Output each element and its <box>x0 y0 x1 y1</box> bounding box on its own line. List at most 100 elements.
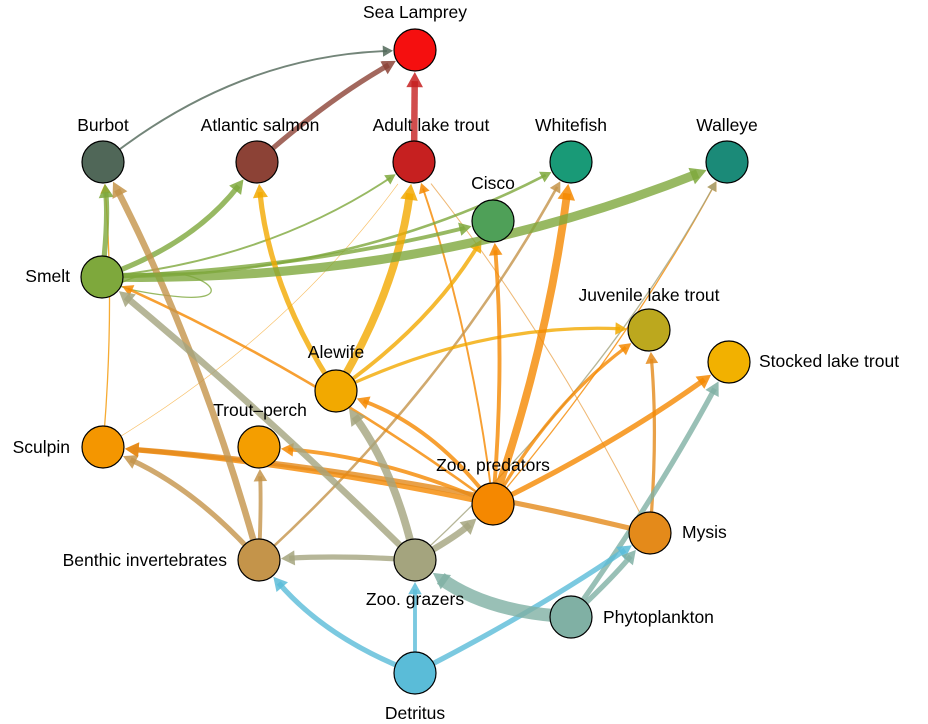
edge-arrowhead <box>488 242 503 256</box>
edge-arrowhead <box>98 183 114 199</box>
edge-arrowhead <box>356 396 371 410</box>
edge-arrowhead <box>124 442 140 458</box>
node-atlantic-salmon <box>235 140 279 184</box>
edge-arrowhead <box>419 182 430 195</box>
node-whitefish <box>549 140 593 184</box>
edge-line <box>362 399 487 496</box>
edge-line <box>289 554 403 562</box>
edge-benthic_invertebrates-to-whitefish <box>267 181 561 553</box>
edge-arrowhead <box>705 381 719 398</box>
node-label-sculpin: Sculpin <box>13 437 70 457</box>
edge-alewife-to-adult_lake_trout <box>338 183 418 383</box>
edge-arrowhead <box>112 181 128 199</box>
node-circle <box>628 511 672 555</box>
edge-zoo_grazers-to-zoo_predators <box>424 518 477 557</box>
edge-arrowhead <box>539 171 552 183</box>
node-label-sea-lamprey: Sea Lamprey <box>363 2 467 22</box>
edge-arrowhead <box>707 181 717 193</box>
node-label-benthic-invertebrates: Benthic invertebrates <box>63 550 228 570</box>
edge-arrowhead <box>384 174 396 185</box>
edge-line <box>351 414 416 549</box>
edge-burbot-to-sea_lamprey <box>112 45 394 156</box>
edge-line <box>576 387 717 609</box>
edge-zoo_predators-to-alewife <box>356 396 487 496</box>
node-circle <box>81 425 125 469</box>
node-circle <box>393 538 437 582</box>
node-benthic-invertebrates <box>237 538 281 582</box>
node-stocked-lake-trout <box>707 340 751 384</box>
edge-line <box>100 191 110 265</box>
edge-arrowhead <box>615 322 628 335</box>
node-label-trout-perch: Trout–perch <box>213 400 307 420</box>
node-zoo-grazers <box>393 538 437 582</box>
edge-smelt-to-burbot <box>98 183 114 265</box>
node-phytoplankton <box>549 595 593 639</box>
node-label-walleye: Walleye <box>696 115 758 135</box>
edge-arrowhead <box>549 181 561 194</box>
node-zoo-predators <box>471 482 515 526</box>
edge-arrowhead <box>349 408 366 427</box>
edge-arrowhead <box>688 167 707 185</box>
edge-line <box>123 294 409 554</box>
node-circle <box>237 538 281 582</box>
edge-arrowhead <box>432 572 451 590</box>
node-circle <box>705 140 749 184</box>
node-adult-lake-trout <box>392 140 436 184</box>
node-burbot <box>81 140 125 184</box>
edge-alewife-to-juvenile_lake_trout <box>346 322 628 388</box>
edge-arrowhead <box>406 71 424 88</box>
edge-line <box>112 50 387 156</box>
edge-smelt-to-atlantic_salmon <box>112 179 244 275</box>
node-circle <box>549 140 593 184</box>
node-circle <box>237 425 281 469</box>
edge-arrowhead <box>253 468 268 482</box>
node-label-detritus: Detritus <box>385 703 446 723</box>
edge-arrowhead <box>408 582 422 595</box>
edge-detritus-to-benthic_invertebrates <box>273 576 405 671</box>
node-circle <box>549 595 593 639</box>
node-alewife <box>314 369 358 413</box>
edge-adult_lake_trout-to-sea_lamprey <box>406 71 424 150</box>
edge-arrowhead <box>459 518 477 535</box>
node-label-whitefish: Whitefish <box>535 115 607 135</box>
edge-sculpin-to-adult_lake_trout <box>113 183 399 441</box>
edge-arrowhead <box>280 550 296 566</box>
edge-line <box>346 326 621 388</box>
node-label-alewife: Alewife <box>308 342 364 362</box>
node-circle <box>471 482 515 526</box>
edge-arrowhead <box>618 343 632 356</box>
edge-line <box>338 192 414 383</box>
node-label-zoo-predators: Zoo. predators <box>436 455 550 475</box>
node-label-burbot: Burbot <box>77 115 129 135</box>
edge-arrowhead <box>118 291 136 308</box>
edge-line <box>436 573 559 623</box>
edge-line <box>132 446 639 533</box>
edge-arrowhead <box>229 179 244 195</box>
node-circle <box>393 651 437 695</box>
node-sea-lamprey <box>393 28 437 72</box>
edge-arrowhead <box>645 351 659 364</box>
node-label-smelt: Smelt <box>25 266 70 286</box>
edge-zoo_grazers-to-benthic_invertebrates <box>280 550 403 566</box>
node-circle <box>81 140 125 184</box>
edge-mysis-to-sculpin <box>124 442 639 533</box>
node-circle <box>80 255 124 299</box>
node-cisco <box>471 199 515 243</box>
node-mysis <box>628 511 672 555</box>
edge-arrowhead <box>621 549 636 566</box>
node-circle <box>471 199 515 243</box>
node-label-juvenile-lake-trout: Juvenile lake trout <box>578 285 719 305</box>
edge-line <box>113 183 399 441</box>
edge-arrowhead <box>695 374 712 389</box>
edge-phytoplankton-to-zoo_grazers <box>432 572 559 623</box>
edge-arrowhead <box>122 285 135 297</box>
edge-line <box>267 186 559 553</box>
node-juvenile-lake-trout <box>627 308 671 352</box>
node-trout-perch <box>237 425 281 469</box>
edge-arrowhead <box>616 545 632 560</box>
edge-arrowhead <box>458 222 472 236</box>
node-sculpin <box>81 425 125 469</box>
edge-arrowhead <box>557 183 576 201</box>
edge-zoo_predators-to-whitefish <box>493 183 576 494</box>
